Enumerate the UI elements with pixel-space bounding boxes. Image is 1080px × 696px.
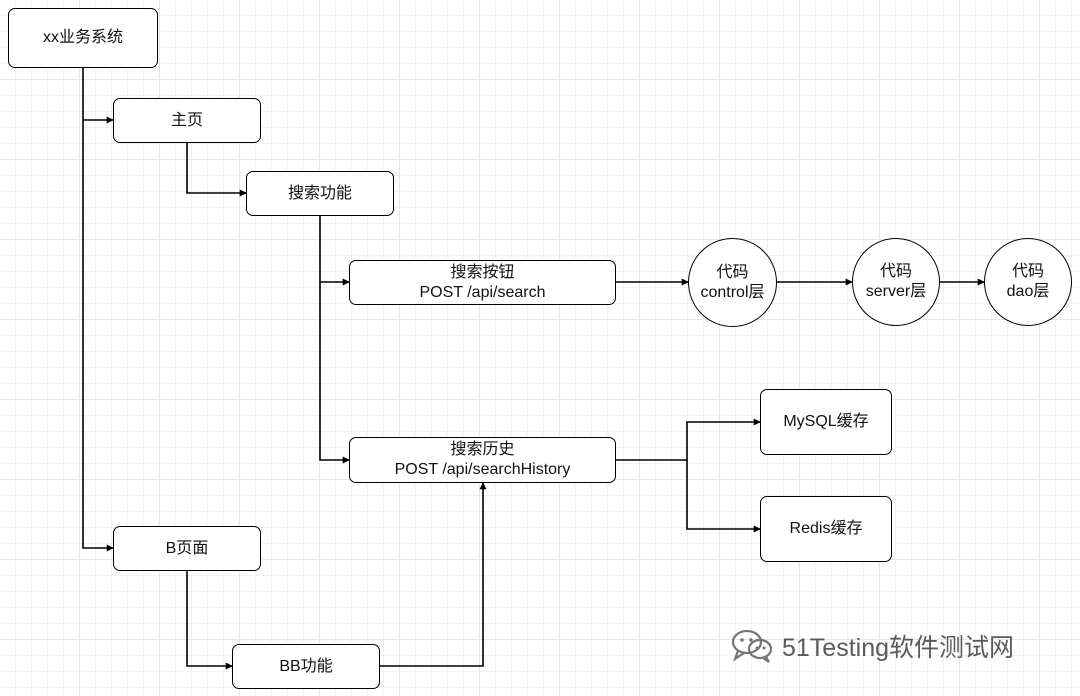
control-layer-node[interactable]: 代码 control层 xyxy=(688,238,777,327)
server-layer-node[interactable]: 代码 server层 xyxy=(852,238,940,326)
edge-root-home xyxy=(82,68,114,124)
control-layer-node-subtitle: control层 xyxy=(700,283,765,301)
redis-cache-node[interactable]: Redis缓存 xyxy=(760,496,892,562)
home-node[interactable]: 主页 xyxy=(113,98,261,143)
dao-layer-node-title: 代码 xyxy=(1011,263,1044,280)
search-history-node-endpoint: POST /api/searchHistory xyxy=(394,461,571,478)
edge-history-redis xyxy=(686,460,761,533)
search-feature-node-label: 搜索功能 xyxy=(287,184,352,202)
b-page-node[interactable]: B页面 xyxy=(113,526,261,571)
edge-search-history xyxy=(319,282,350,464)
root-node[interactable]: xx业务系统 xyxy=(8,8,158,68)
edge-bb-history xyxy=(380,482,487,667)
mysql-cache-node-label: MySQL缓存 xyxy=(783,413,869,430)
watermark: 51Testing软件测试网 xyxy=(730,626,1014,666)
server-layer-node-subtitle: server层 xyxy=(865,283,927,300)
dao-layer-node[interactable]: 代码 dao层 xyxy=(984,238,1072,326)
edge-bpage-bb xyxy=(186,571,233,670)
search-button-node[interactable]: 搜索按钮 POST /api/search xyxy=(349,260,616,305)
edge-search-button xyxy=(319,216,350,286)
search-button-node-endpoint: POST /api/search xyxy=(419,283,546,301)
bb-feature-node-label: BB功能 xyxy=(279,657,333,675)
server-layer-node-title: 代码 xyxy=(879,263,912,280)
control-layer-node-title: 代码 xyxy=(716,263,749,281)
b-page-node-label: B页面 xyxy=(165,539,209,557)
search-feature-node[interactable]: 搜索功能 xyxy=(246,171,394,216)
edge-root-bpage xyxy=(82,120,114,552)
search-history-node[interactable]: 搜索历史 POST /api/searchHistory xyxy=(349,437,616,483)
root-node-label: xx业务系统 xyxy=(42,29,123,46)
edge-history-mysql xyxy=(616,418,761,461)
search-button-node-title: 搜索按钮 xyxy=(450,263,515,281)
wechat-icon xyxy=(731,629,773,663)
home-node-label: 主页 xyxy=(170,111,203,129)
mysql-cache-node[interactable]: MySQL缓存 xyxy=(760,389,892,455)
redis-cache-node-label: Redis缓存 xyxy=(789,520,863,537)
search-history-node-title: 搜索历史 xyxy=(450,441,515,458)
dao-layer-node-subtitle: dao层 xyxy=(1006,283,1050,300)
watermark-text: 51Testing软件测试网 xyxy=(782,634,1015,662)
bb-feature-node[interactable]: BB功能 xyxy=(232,644,380,689)
edge-home-search xyxy=(186,143,247,197)
